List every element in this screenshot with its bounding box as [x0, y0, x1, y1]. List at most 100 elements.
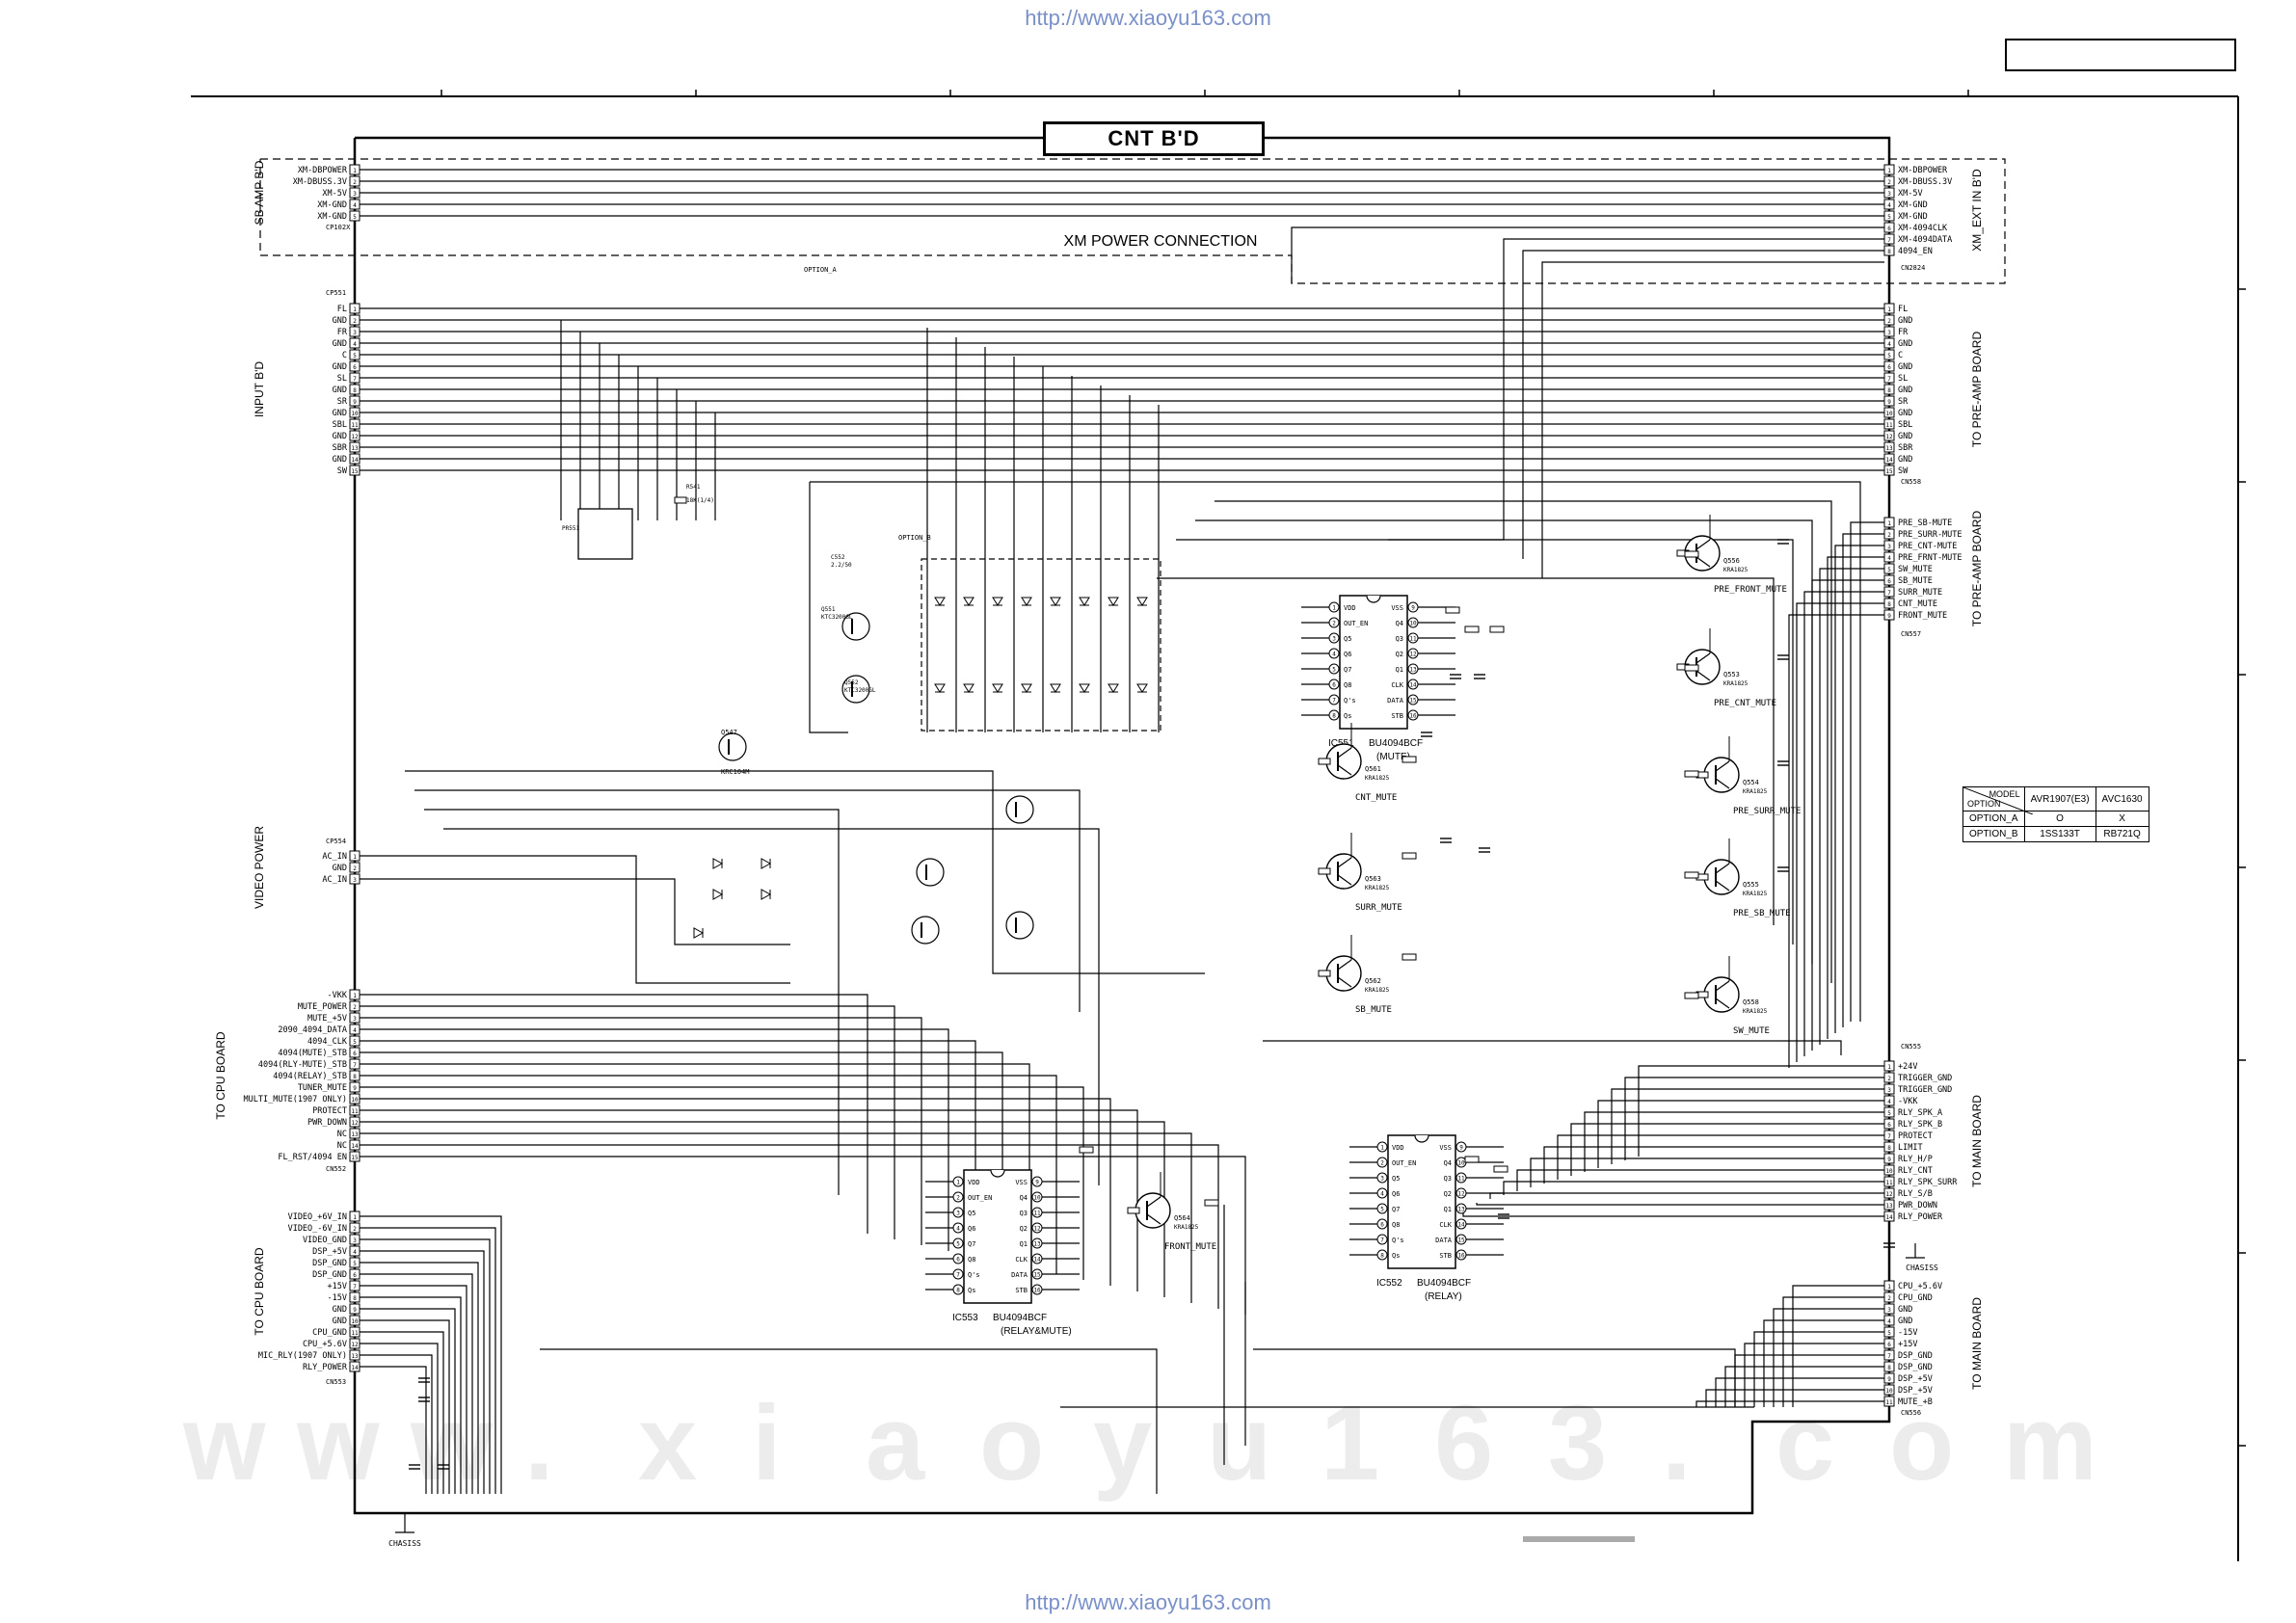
connector-pin	[349, 1349, 360, 1361]
wire	[360, 1250, 485, 1494]
wire	[1541, 261, 1884, 578]
pin-label: CPU_GND	[1898, 1293, 1933, 1303]
wire	[360, 1156, 1246, 1315]
pin-label: DSP_+5V	[312, 1247, 347, 1257]
wire	[1503, 1181, 1884, 1195]
connector-pin	[1883, 574, 1895, 586]
pin-label: SR	[337, 397, 348, 407]
transistor-leg	[1715, 778, 1730, 789]
pin-label: CPU_GND	[312, 1328, 347, 1338]
url-top[interactable]: http://www.xiaoyu163.com	[1025, 6, 1271, 30]
ic-pin-label: Q4	[1396, 620, 1403, 627]
wire	[1811, 579, 1884, 1051]
diode	[1136, 683, 1148, 693]
ic-pin	[1328, 632, 1340, 644]
ic-pin	[952, 1284, 964, 1295]
connector-pin	[349, 850, 360, 862]
pin-number: 13	[351, 1353, 359, 1360]
watermark-letter: w	[296, 1384, 380, 1503]
connector-ref: CN558	[1901, 478, 1921, 486]
transistor-part: KRA1825	[1743, 788, 1768, 795]
option-b-region	[921, 558, 1161, 732]
pin-number: 10	[1885, 1168, 1893, 1175]
watermark-letter: 6	[1434, 1384, 1493, 1503]
connector-pin	[1883, 210, 1895, 222]
connector-pin	[349, 1211, 360, 1222]
pin-label: VIDEO_GND	[303, 1236, 347, 1245]
transistor-ref: Q554	[1743, 779, 1759, 786]
rectifier-diode	[712, 858, 724, 869]
pin-label: CPU_+5.6V	[303, 1340, 347, 1349]
ic-note: (RELAY)	[1425, 1291, 1462, 1302]
ic-pin	[1031, 1237, 1043, 1249]
wire	[1611, 1088, 1884, 1164]
ic-pin	[1328, 709, 1340, 721]
row-name: OPTION_B	[1962, 826, 2025, 842]
pin-number: 2	[353, 318, 357, 325]
watermark-letter: u	[1207, 1384, 1271, 1503]
pin-number: 1	[1887, 1284, 1891, 1290]
connector-pin	[349, 873, 360, 885]
connector-pin	[349, 989, 360, 1000]
diode	[1079, 597, 1090, 606]
transistor-resistor	[1318, 970, 1331, 977]
url-bottom[interactable]: http://www.xiaoyu163.com	[1025, 1590, 1271, 1614]
ic-ref: IC552	[1376, 1278, 1402, 1289]
ic-pin-label: Q8	[968, 1256, 975, 1264]
ic-pin	[1031, 1268, 1043, 1280]
watermark-letter: m	[2003, 1384, 2097, 1503]
ic-pin	[1407, 632, 1419, 644]
wire	[360, 1098, 1111, 1286]
pin-number: 14	[351, 1143, 359, 1150]
ic-pin-label: Q1	[1396, 666, 1403, 674]
pin-number: 4	[353, 202, 357, 209]
pin-label: GND	[333, 432, 347, 441]
wire	[360, 1075, 1057, 1274]
rectifier-diode	[761, 889, 772, 900]
connector-pin	[349, 1081, 360, 1093]
connector-pin	[1883, 233, 1895, 245]
pin-number: 4	[1887, 341, 1891, 348]
pin-label: RLY_SPK_B	[1898, 1120, 1942, 1130]
ic-pin-label: OUT_EN	[1344, 620, 1368, 627]
ic-pin-number: 11	[1457, 1176, 1465, 1183]
pin-label: GND	[333, 1317, 347, 1326]
connector-pin	[1883, 1326, 1895, 1338]
connector-pin	[1883, 1349, 1895, 1361]
pin-label: XM-GND	[317, 212, 347, 222]
ic-pin-number: 6	[1332, 682, 1336, 689]
pin-number: 11	[351, 1330, 359, 1337]
pin-number: 3	[353, 191, 357, 198]
pr551-ref: PR551	[562, 525, 579, 532]
connector-pin	[1883, 1199, 1895, 1211]
header-option: OPTION	[1967, 799, 2001, 809]
ic-pin-number: 11	[1409, 636, 1417, 643]
ic-notch	[990, 1169, 1005, 1178]
wire	[360, 1308, 456, 1494]
ic-pin-label: STB	[1391, 712, 1403, 720]
connector-ref: CN2824	[1901, 264, 1925, 272]
pin-label: XM-GND	[1898, 200, 1928, 210]
ic-pin	[1455, 1203, 1467, 1214]
transistor-leg	[1337, 874, 1352, 886]
connector-pin	[349, 164, 360, 175]
pin-number: 12	[1885, 434, 1893, 440]
connector-pin	[349, 1012, 360, 1024]
q547-part: KRC104M	[721, 768, 750, 776]
pin-number: 3	[353, 1016, 357, 1023]
resistor	[1445, 606, 1460, 614]
wire	[1263, 1040, 1842, 1055]
resistor	[1204, 1199, 1219, 1207]
connector-pin	[349, 360, 360, 372]
pin-label: VIDEO_+6V_IN	[288, 1212, 347, 1222]
connector-pin	[349, 1257, 360, 1268]
pin-label: 4094(RLY-MUTE)_STB	[258, 1060, 347, 1070]
ic-pin	[1328, 648, 1340, 659]
pin-label: RLY_POWER	[1898, 1212, 1943, 1222]
ic-pin-number: 12	[1457, 1191, 1465, 1198]
transistor-ref: Q564	[1174, 1214, 1190, 1222]
connector-pin	[349, 418, 360, 430]
pin-label: GND	[1898, 432, 1912, 441]
